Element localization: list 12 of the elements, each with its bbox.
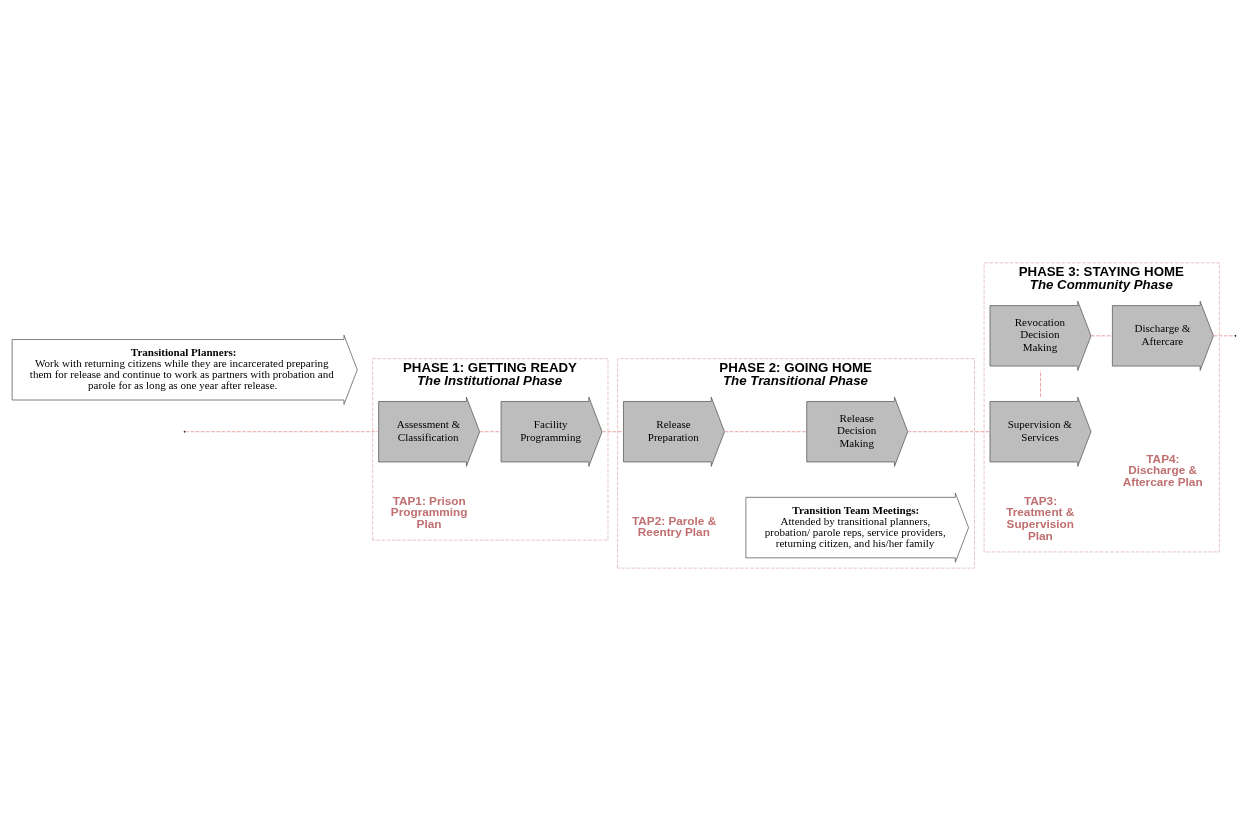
connector [907, 431, 991, 433]
connector [1213, 335, 1236, 337]
connector [1040, 370, 1041, 398]
connector [1090, 335, 1113, 337]
connector [185, 431, 379, 433]
label: TAP2: Parole & Reentry Plan [631, 513, 717, 539]
connector [601, 431, 624, 433]
label: TAP3: Treatment & Supervision Plan [1006, 493, 1075, 542]
label: TAP4: Discharge & Aftercare Plan [1122, 451, 1203, 489]
connector [479, 431, 502, 433]
label: TAP1: Prison Programming Plan [390, 493, 468, 531]
connector [724, 431, 808, 433]
